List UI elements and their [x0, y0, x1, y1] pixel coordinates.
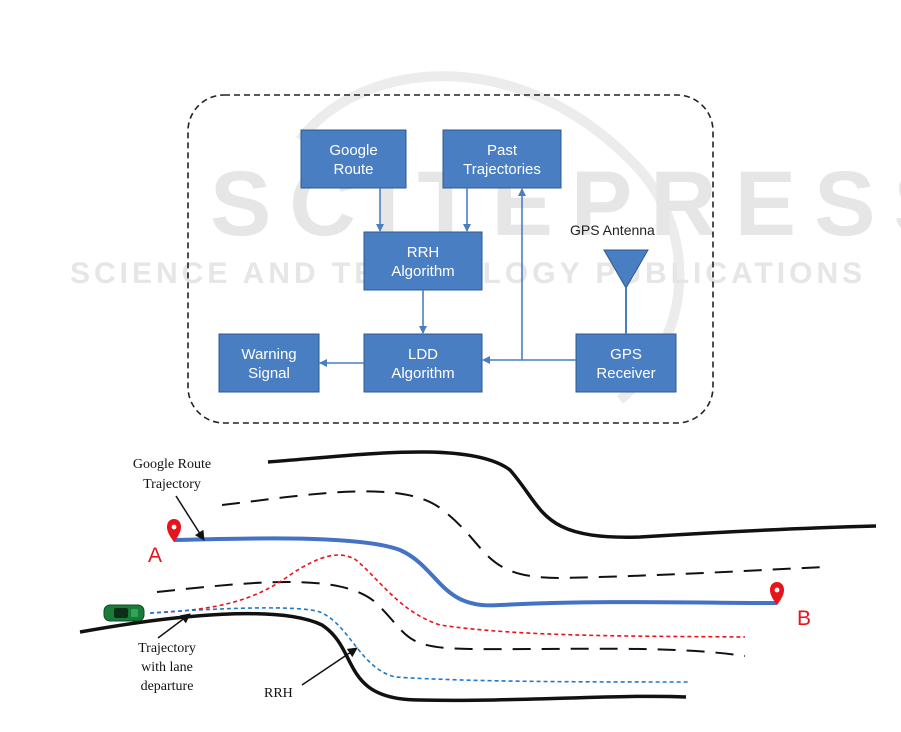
warning-signal-box: Warning Signal	[219, 334, 319, 392]
car-icon	[104, 605, 144, 621]
ldd-algorithm-line-1: LDD	[408, 346, 438, 363]
watermark: SCITEPRESS SCIENCE AND TECHNOLOGY PUBLIC…	[70, 76, 901, 400]
gps-receiver-box: GPS Receiver	[576, 334, 676, 392]
google-route-box: Google Route	[301, 130, 406, 188]
google-route-trajectory	[174, 538, 777, 605]
point-a-label: A	[148, 544, 162, 567]
departure-label-line-3: departure	[141, 679, 194, 694]
google-route-line-1: Google	[329, 142, 377, 159]
google-route-line-2: Route	[333, 161, 373, 178]
ldd-algorithm-line-2: Algorithm	[391, 365, 454, 382]
road-top-edge	[268, 452, 876, 537]
past-trajectories-box: Past Trajectories	[443, 130, 561, 188]
past-trajectories-line-2: Trajectories	[463, 161, 541, 178]
gps-receiver-line-2: Receiver	[596, 365, 655, 382]
ldd-algorithm-box: LDD Algorithm	[364, 334, 482, 392]
departure-label-line-1: Trajectory	[138, 641, 196, 656]
lane-line-1	[222, 491, 824, 578]
warning-signal-line-2: Signal	[248, 365, 290, 382]
gps-antenna-label: GPS Antenna	[570, 222, 655, 238]
rrh-algorithm-box: RRH Algorithm	[364, 232, 482, 290]
gps-receiver-line-1: GPS	[610, 346, 642, 363]
rrh-algorithm-line-1: RRH	[407, 244, 440, 261]
google-route-pointer	[176, 496, 204, 540]
google-route-label-line-2: Trajectory	[143, 477, 201, 492]
past-trajectories-line-1: Past	[487, 142, 518, 159]
rrh-label: RRH	[264, 686, 293, 701]
point-b-label: B	[797, 607, 811, 630]
rrh-pointer	[302, 648, 357, 685]
departure-label-line-2: with lane	[141, 660, 193, 675]
lane-departure-trajectory	[150, 555, 745, 637]
rrh-trajectory	[150, 608, 688, 682]
google-route-label-line-1: Google Route	[133, 457, 211, 472]
warning-signal-line-1: Warning	[241, 346, 296, 363]
rrh-algorithm-line-2: Algorithm	[391, 263, 454, 280]
